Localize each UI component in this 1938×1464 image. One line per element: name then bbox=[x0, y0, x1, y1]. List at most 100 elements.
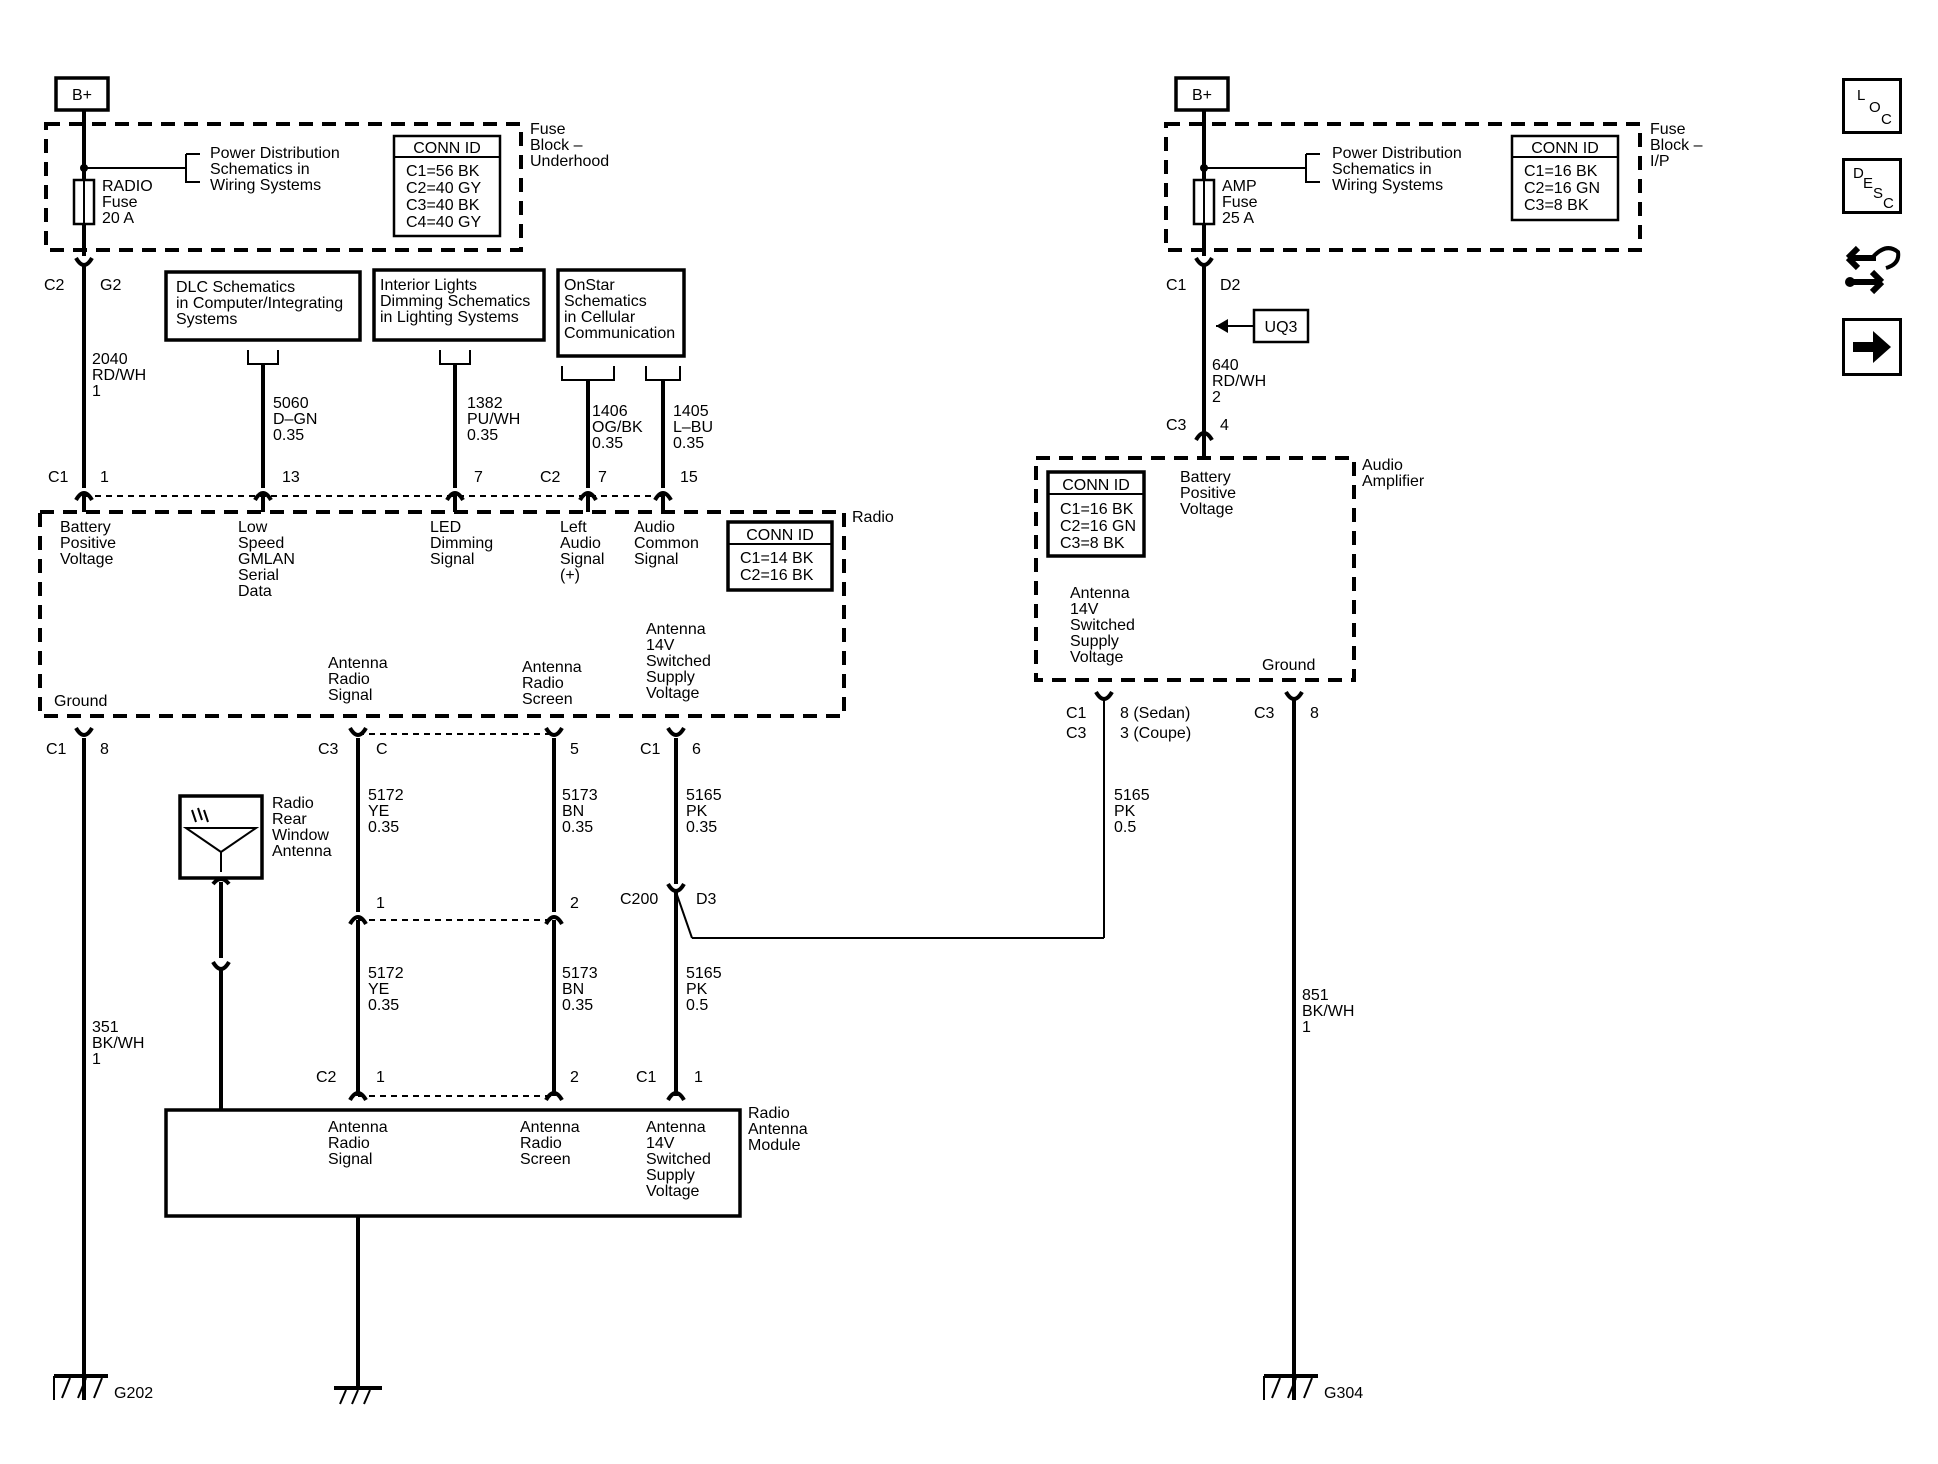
right-conn-id-box bbox=[1510, 134, 1620, 222]
left-pd-ref-2: Schematics in bbox=[210, 161, 310, 178]
left-conn-c4: C4=40 GY bbox=[406, 214, 481, 231]
wire-5173-bot-id: 5173 bbox=[562, 965, 598, 982]
left-fuse-block-outline bbox=[44, 122, 523, 252]
radio-ant-signal-conn: C3 bbox=[318, 741, 339, 758]
wire-1382-id: 1382 bbox=[467, 395, 503, 412]
desc-letter-c: C bbox=[1883, 195, 1894, 212]
amp-ground-label: Ground bbox=[1262, 657, 1315, 674]
description-view-button[interactable]: D E S C bbox=[1842, 158, 1902, 214]
right-conn-id-title: CONN ID bbox=[1531, 140, 1599, 157]
wire-2040-id: 2040 bbox=[92, 351, 128, 368]
radio-label-gmlan-4: Serial bbox=[238, 567, 279, 584]
ant-module-supply-4: Supply bbox=[646, 1167, 695, 1184]
radio-antenna-module-box bbox=[164, 1108, 742, 1218]
left-fuse-block-label-3: Underhood bbox=[530, 153, 609, 170]
amp-ant-conn2: C3 bbox=[1066, 725, 1087, 742]
radio-ant-screen-2: Radio bbox=[522, 675, 564, 692]
radio-conn-id-title: CONN ID bbox=[746, 527, 814, 544]
uq3-label: UQ3 bbox=[1265, 319, 1298, 336]
wire-1405-id: 1405 bbox=[673, 403, 709, 420]
ant-module-name-1: Radio bbox=[748, 1105, 790, 1122]
wire-851-id: 851 bbox=[1302, 987, 1329, 1004]
wire-351-size: 1 bbox=[92, 1051, 101, 1068]
radio-label-batt-3: Voltage bbox=[60, 551, 113, 568]
amp-name-2: Amplifier bbox=[1362, 473, 1425, 490]
desc-letter-s: S bbox=[1873, 185, 1884, 202]
arrow-right-icon bbox=[1853, 331, 1891, 363]
amp-batt-1: Battery bbox=[1180, 469, 1231, 486]
radio-pin-7: 7 bbox=[474, 469, 483, 486]
radio-ant-supply-4: Supply bbox=[646, 669, 695, 686]
wire-1406-size: 0.35 bbox=[592, 435, 623, 452]
wire-5173-bot-color: BN bbox=[562, 981, 584, 998]
onstar-ref-2: Schematics bbox=[564, 293, 647, 310]
ant-module-screen-1: Antenna bbox=[520, 1119, 580, 1136]
radio-label-ground: Ground bbox=[54, 693, 107, 710]
radio-conn-id-box bbox=[726, 520, 834, 592]
amp-conn-id-title: CONN ID bbox=[1062, 477, 1130, 494]
left-pd-ref-1: Power Distribution bbox=[210, 145, 340, 162]
ground-g202-label: G202 bbox=[114, 1385, 153, 1402]
radio-pin-1: 1 bbox=[100, 469, 109, 486]
c200-label: C200 bbox=[620, 891, 658, 908]
wire-640-color: RD/WH bbox=[1212, 373, 1266, 390]
left-conn-id-box bbox=[392, 134, 502, 238]
onstar-ref-box[interactable] bbox=[556, 268, 686, 358]
radio-ant-signal-2: Radio bbox=[328, 671, 370, 688]
amp-wire-5165-size: 0.5 bbox=[1114, 819, 1136, 836]
wire-2040-color: RD/WH bbox=[92, 367, 146, 384]
onstar-ref-1: OnStar bbox=[564, 277, 615, 294]
right-fuse-block-label-2: Block – bbox=[1650, 137, 1703, 154]
wire-5060-color: D–GN bbox=[273, 411, 317, 428]
wire-5165-branch bbox=[675, 891, 693, 939]
interior-ref-3: in Lighting Systems bbox=[380, 309, 519, 326]
radio-ant-screen-1: Antenna bbox=[522, 659, 582, 676]
dlc-ref-1: DLC Schematics bbox=[176, 279, 295, 296]
left-power-source: B+ bbox=[54, 76, 110, 112]
amp-fuse-rating: 25 A bbox=[1222, 210, 1254, 227]
wire-5173-top-size: 0.35 bbox=[562, 819, 593, 836]
connector-tool-button[interactable] bbox=[1842, 234, 1902, 304]
amp-ant-4: Supply bbox=[1070, 633, 1119, 650]
radio-module-outline bbox=[38, 510, 846, 718]
wire-5172-top-color: YE bbox=[368, 803, 389, 820]
amp-ant-2: 14V bbox=[1070, 601, 1099, 618]
ant-module-supply-3: Switched bbox=[646, 1151, 711, 1168]
wire-5172-top-id: 5172 bbox=[368, 787, 404, 804]
radio-label-led-3: Signal bbox=[430, 551, 474, 568]
wrench-arrows-icon bbox=[1845, 245, 1901, 295]
wire-5172-top-size: 0.35 bbox=[368, 819, 399, 836]
dlc-ref-box[interactable] bbox=[164, 270, 362, 342]
radio-label-batt-1: Battery bbox=[60, 519, 111, 536]
amp-batt-2: Positive bbox=[1180, 485, 1236, 502]
wire-5165-top-id: 5165 bbox=[686, 787, 722, 804]
amp-name-1: Audio bbox=[1362, 457, 1403, 474]
ant-module-signal-1: Antenna bbox=[328, 1119, 388, 1136]
wire-5173-bot-size: 0.35 bbox=[562, 997, 593, 1014]
ant-module-pin-3: 1 bbox=[694, 1069, 703, 1086]
radio-ant-supply-1: Antenna bbox=[646, 621, 706, 638]
radio-pin-c2-conn: C2 bbox=[540, 469, 561, 486]
rear-antenna-label-2: Rear bbox=[272, 811, 307, 828]
radio-ground-conn: C1 bbox=[46, 741, 67, 758]
wire-1406-id: 1406 bbox=[592, 403, 628, 420]
wire-1382-color: PU/WH bbox=[467, 411, 520, 428]
radio-label-led-2: Dimming bbox=[430, 535, 493, 552]
ant-module-screen-3: Screen bbox=[520, 1151, 571, 1168]
g2-label: G2 bbox=[100, 277, 121, 294]
wire-2040-size: 1 bbox=[92, 383, 101, 400]
next-page-button[interactable] bbox=[1842, 318, 1902, 376]
interior-lights-ref-box[interactable] bbox=[372, 268, 546, 342]
amp-ant-pin1: 8 (Sedan) bbox=[1120, 705, 1190, 722]
radio-label-batt-2: Positive bbox=[60, 535, 116, 552]
radio-label-common-1: Audio bbox=[634, 519, 675, 536]
radio-ant-supply-pin: 6 bbox=[692, 741, 701, 758]
left-pd-ref-3: Wiring Systems bbox=[210, 177, 321, 194]
radio-ant-signal-pin: C bbox=[376, 741, 388, 758]
wire-5172-bot-id: 5172 bbox=[368, 965, 404, 982]
location-view-button[interactable]: L O C bbox=[1842, 78, 1902, 134]
amp-pin-4: 4 bbox=[1220, 417, 1229, 434]
desc-letter-d: D bbox=[1853, 165, 1864, 182]
amp-ant-1: Antenna bbox=[1070, 585, 1130, 602]
d3-label: D3 bbox=[696, 891, 717, 908]
